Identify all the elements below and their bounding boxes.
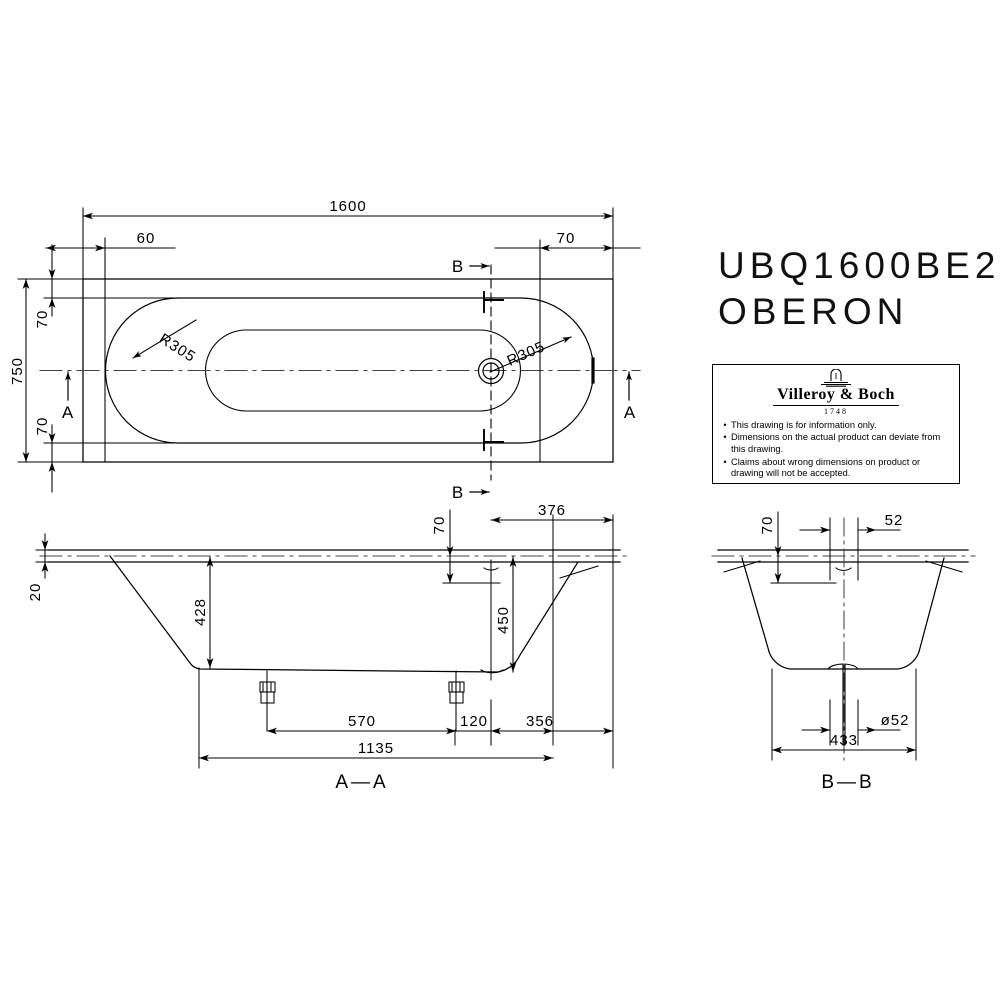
section-mark-b-arrows (469, 263, 490, 495)
dim-label-plan-top-offset: 70 (34, 310, 51, 329)
note-item: • Dimensions on the actual product can d… (719, 432, 953, 455)
dim-label-aa-rim: 20 (27, 583, 44, 602)
dim-label-plan-width: 750 (9, 357, 26, 385)
dim-plan-60 (45, 237, 176, 463)
bullet-icon: • (723, 432, 727, 443)
page-title-code: UBQ1600BE2 (718, 245, 1000, 286)
bullet-icon: • (723, 419, 727, 430)
dim-plan-70-top (43, 244, 181, 317)
dim-label-plan-radius-right: R305 (505, 338, 548, 370)
disclaimer-notes: • This drawing is for information only. … (719, 420, 953, 480)
radius-leader-left (132, 319, 197, 359)
dim-aa-20 (35, 533, 61, 579)
dim-label-aa-depth-left: 428 (192, 598, 209, 626)
section-aa-extensions (198, 514, 614, 769)
dim-label-bb-433: 433 (830, 732, 858, 749)
section-bb-extensions (771, 517, 917, 761)
section-mark-b-bottom: B (452, 483, 464, 502)
plan-dimension-labels: 1600 60 70 750 70 70 R305 R305 B B A A (9, 198, 636, 502)
dim-label-bb-52: 52 (885, 512, 904, 529)
drain-axis-aa (483, 559, 499, 579)
dim-label-aa-376: 376 (538, 502, 566, 519)
dim-label-aa-356: 356 (526, 713, 554, 730)
dim-label-aa-570: 570 (348, 713, 376, 730)
section-aa-geometry (47, 549, 621, 674)
dim-label-aa-depth-right: 450 (495, 606, 512, 634)
page-title-name: OBERON (718, 291, 909, 332)
dim-label-plan-radius-left: R305 (156, 330, 199, 366)
section-bb-dimension-labels: 70 52 ø52 433 B—B (759, 512, 910, 793)
dim-plan-1600 (82, 207, 614, 280)
drain-axis-bb (835, 567, 852, 571)
brand-year: 1748 (824, 406, 848, 416)
radius-leader-right (489, 336, 572, 373)
dim-aa-70 (442, 509, 501, 584)
section-mark-a-left: A (62, 403, 74, 422)
manufacturer-info-box: Villeroy & Boch 1748 • This drawing is f… (712, 364, 960, 484)
dim-label-bb-drain-top: 70 (759, 516, 776, 535)
note-item: • This drawing is for information only. (719, 420, 953, 432)
brand-logo: Villeroy & Boch 1748 (719, 369, 953, 416)
villeroy-boch-mark-icon (821, 369, 851, 387)
section-aa-title: A—A (335, 772, 388, 793)
dim-plan-70-right (494, 239, 641, 463)
section-mark-b-top: B (452, 257, 464, 276)
dim-label-bb-diameter: ø52 (881, 712, 910, 729)
section-mark-a-arrows (65, 371, 632, 401)
dim-label-aa-120: 120 (460, 713, 488, 730)
dim-label-plan-left-offset: 60 (137, 230, 156, 247)
section-aa-dimension-labels: 20 428 450 70 376 570 120 356 1135 A—A (27, 502, 566, 793)
section-bb-title: B—B (821, 772, 874, 793)
bullet-icon: • (723, 456, 727, 467)
dim-label-plan-length: 1600 (329, 198, 366, 215)
dim-plan-70-bottom (43, 424, 181, 493)
dim-bb-70 (770, 511, 837, 584)
dim-label-plan-bottom-offset: 70 (34, 417, 51, 436)
brand-name: Villeroy & Boch (773, 386, 899, 406)
section-line-bb-ticks (483, 291, 504, 451)
section-bb-geometry (717, 549, 969, 746)
dim-label-aa-1135: 1135 (358, 740, 394, 757)
note-item: • Claims about wrong dimensions on produ… (719, 457, 953, 480)
note-text: Dimensions on the actual product can dev… (731, 432, 941, 455)
section-mark-a-right: A (624, 403, 636, 422)
section-aa-foot-right (448, 670, 465, 731)
note-text: Claims about wrong dimensions on product… (731, 456, 921, 479)
section-aa-foot-left (259, 670, 276, 731)
dim-label-aa-drain-top: 70 (431, 516, 448, 535)
note-text: This drawing is for information only. (731, 419, 877, 430)
dim-label-plan-right-offset: 70 (557, 230, 576, 247)
